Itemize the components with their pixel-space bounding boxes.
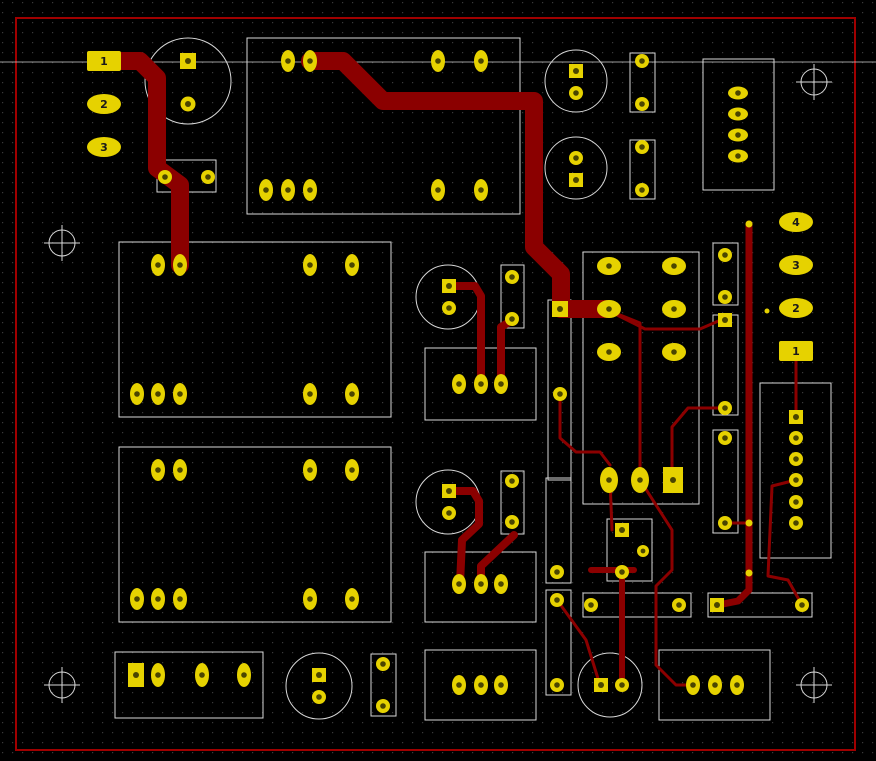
connector-left-pin-1: 1 bbox=[87, 51, 121, 71]
connector-right-pin-3: 3 bbox=[779, 255, 813, 275]
connector-left-pin-2: 2 bbox=[87, 94, 121, 114]
fiducial-markers bbox=[44, 64, 832, 703]
connector-pin-label: 2 bbox=[792, 302, 800, 315]
connector-pin-label: 1 bbox=[792, 345, 800, 358]
connector-pin-label: 4 bbox=[792, 216, 800, 229]
connector-right-pin-4: 4 bbox=[779, 212, 813, 232]
connector-right-pin-2: 2 bbox=[779, 298, 813, 318]
connector-pin-label: 3 bbox=[100, 141, 108, 154]
connector-pin-label: 3 bbox=[792, 259, 800, 272]
connector-pin-label: 1 bbox=[100, 55, 108, 68]
vias bbox=[745, 220, 770, 577]
board-outline bbox=[15, 17, 856, 751]
connector-pin-label: 2 bbox=[100, 98, 108, 111]
pads-layer: 1 2 3 4 3 2 1 bbox=[87, 50, 813, 713]
connector-left-pin-3: 3 bbox=[87, 137, 121, 157]
connector-right-pin-1: 1 bbox=[779, 341, 813, 361]
silkscreen-layer bbox=[114, 37, 832, 721]
copper-traces bbox=[95, 52, 804, 688]
